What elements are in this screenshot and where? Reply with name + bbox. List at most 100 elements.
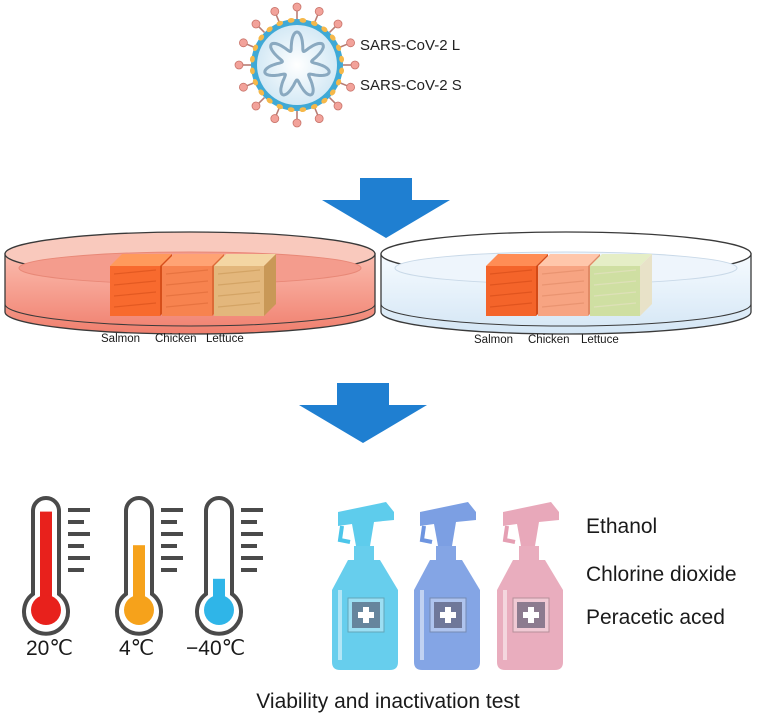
food-texture: [165, 280, 209, 286]
thermometer-fluid: [40, 511, 52, 606]
virus-spike-head: [333, 101, 343, 111]
spray-trigger: [337, 525, 351, 544]
virus-label-l: SARS-CoV-2 L: [360, 37, 460, 54]
thermometer-tick: [241, 520, 257, 524]
virus-core: [257, 25, 337, 105]
spray-bottle: [497, 502, 563, 670]
thermometer-fluid: [133, 545, 145, 606]
virus-spike-head: [251, 19, 261, 29]
arrow-shape: [299, 383, 427, 443]
food-texture: [217, 280, 261, 286]
food-texture: [217, 302, 261, 308]
thermometers: [22, 496, 263, 636]
virus-membrane-protein: [336, 44, 342, 52]
spray-bottle: [414, 502, 480, 670]
virus-membrane-protein: [339, 67, 345, 75]
plus-icon: [523, 612, 539, 618]
thermometer-tick: [241, 508, 263, 512]
virus-membrane-protein: [299, 17, 307, 23]
food-cube-side: [264, 254, 276, 316]
food-texture: [113, 291, 157, 297]
food-texture: [113, 302, 157, 308]
food-texture: [489, 291, 533, 297]
spray-head: [338, 502, 394, 546]
temperature-label-minus40: −40℃: [186, 637, 245, 660]
food-label-chicken: Chicken: [155, 333, 197, 345]
thermometer-tick: [241, 568, 257, 572]
virus-particle: [234, 2, 360, 128]
thermometer-bulb: [31, 595, 61, 625]
virus-membrane-protein: [258, 34, 265, 41]
arrow-down-1: [322, 178, 450, 238]
food-cube-front: [486, 266, 536, 316]
temperature-label-4: 4℃: [119, 637, 154, 660]
thermometer-tick: [68, 568, 84, 572]
virus-membrane-protein: [249, 67, 255, 75]
virus-membrane-protein: [276, 104, 284, 110]
food-cube-top: [590, 254, 652, 266]
food-cube-top: [110, 254, 172, 266]
dish-base-line: [380, 303, 752, 327]
food-texture: [217, 291, 261, 297]
thermometer-tick: [68, 508, 90, 512]
thermometer-tick: [161, 520, 177, 524]
virus-membrane-protein: [299, 107, 307, 113]
plus-icon: [358, 612, 374, 618]
food-texture: [165, 269, 209, 275]
spray-neck: [354, 546, 374, 560]
virus-label-s: SARS-CoV-2 S: [360, 77, 462, 94]
virus-spike-head: [239, 82, 248, 92]
food-cube-front: [590, 266, 640, 316]
thermometer: [22, 496, 90, 636]
virus-membrane-protein: [321, 97, 328, 104]
food-texture: [489, 302, 533, 308]
spray-bottles: [332, 502, 563, 670]
virus-membrane-protein: [287, 107, 295, 113]
food-texture: [541, 291, 585, 297]
virus-spike-head: [234, 60, 244, 70]
food-texture: [165, 302, 209, 308]
food-cube-side: [640, 254, 652, 316]
virus-spike-head: [239, 38, 248, 48]
virus-spike-head: [314, 7, 324, 16]
food-cube-front: [162, 266, 212, 316]
food-label-salmon: Salmon: [101, 333, 140, 345]
thermometer-bulb: [124, 595, 154, 625]
caption-viability-test: Viability and inactivation test: [256, 690, 520, 713]
food-texture: [113, 280, 157, 286]
virus-membrane-protein: [329, 34, 336, 41]
food-cube-front: [214, 266, 264, 316]
thermometer-tick: [68, 532, 90, 536]
temperature-label-20: 20℃: [26, 637, 73, 660]
petri-dish-red-medium: [4, 231, 376, 335]
thermometer-tick: [241, 556, 263, 560]
food-label-salmon: Salmon: [474, 334, 513, 346]
food-label-lettuce: Lettuce: [581, 334, 619, 346]
thermometer: [195, 496, 263, 636]
virus-spike-head: [333, 19, 343, 29]
food-cube-top: [538, 254, 600, 266]
virus-spike-head: [251, 101, 261, 111]
food-texture: [165, 291, 209, 297]
virus-rna: [263, 30, 331, 97]
disinfectant-label-chlorine-dioxide: Chlorine dioxide: [586, 563, 737, 586]
virus-spike-head: [292, 2, 302, 12]
virus-membrane-protein: [249, 55, 255, 63]
thermometer-tick: [68, 520, 84, 524]
food-texture: [113, 269, 157, 275]
thermometer-tick: [161, 544, 177, 548]
virus-membrane-protein: [266, 26, 273, 33]
virus-membrane-protein: [287, 17, 295, 23]
virus-membrane-protein: [266, 97, 273, 104]
virus-spike-head: [292, 118, 302, 128]
spray-bottle: [332, 502, 398, 670]
thermometer-bulb: [204, 595, 234, 625]
food-cube-front: [110, 266, 160, 316]
virus-spike-head: [314, 114, 324, 123]
thermometer-tick: [161, 556, 183, 560]
thermometer-outline: [195, 496, 243, 636]
disinfectant-label-ethanol: Ethanol: [586, 515, 657, 538]
food-texture: [489, 280, 533, 286]
arrow-shape: [322, 178, 450, 238]
